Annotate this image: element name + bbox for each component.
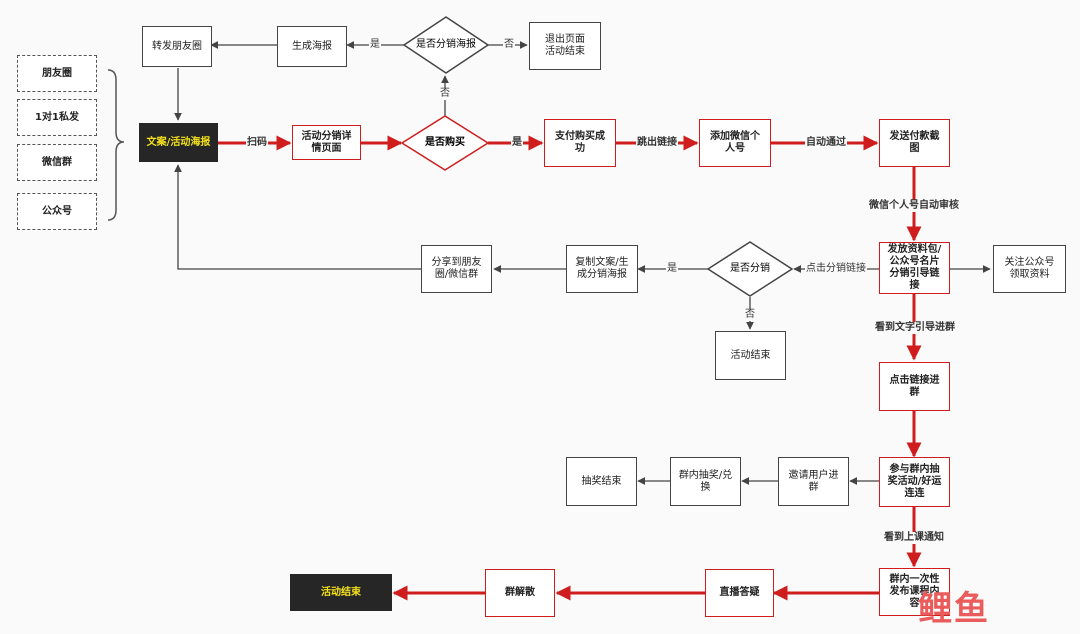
label-no-buy: 否: [439, 88, 451, 100]
node-gen-poster: 生成海报: [277, 26, 347, 67]
node-join-lottery: 参与群内抽 奖活动/好运 连连: [879, 457, 950, 507]
label-yes-poster: 是: [369, 39, 381, 51]
source-brace: [107, 69, 125, 221]
diamond-q-buy-text: 是否购买: [425, 137, 465, 148]
label-auto-review: 微信个人号自动审核: [868, 200, 960, 212]
label-click-dist-link: 点击分销链接: [805, 263, 867, 275]
label-no-dist: 否: [744, 309, 756, 321]
label-see-text: 看到文字引导进群: [874, 322, 956, 334]
node-publish-course: 群内一次性 发布课程内 容: [879, 568, 950, 616]
diamond-q-dist-poster-text: 是否分销海报: [416, 39, 476, 50]
node-lottery-end: 抽奖结束: [566, 457, 637, 506]
node-exit-page: 退出页面 活动结束: [529, 22, 601, 70]
node-detail-page: 活动分销详 情页面: [292, 125, 361, 160]
edge-share-to-main: [174, 164, 421, 270]
node-copy-text: 复制文案/生 成分销海报: [566, 245, 638, 293]
label-scan: 扫码: [246, 137, 268, 149]
node-act-end: 活动结束: [715, 331, 786, 380]
node-pay-ok: 支付购买成 功: [544, 119, 616, 167]
node-group-lottery: 群内抽奖/兑 换: [670, 457, 741, 506]
label-yes-dist: 是: [666, 263, 678, 275]
node-final-end: 活动结束: [290, 574, 392, 611]
label-see-notice: 看到上课通知: [883, 532, 945, 544]
diamond-q-dist: [706, 241, 794, 297]
node-send-screenshot: 发送付款截 图: [879, 119, 950, 167]
node-invite: 邀请用户进 群: [778, 457, 849, 506]
node-live-qa: 直播答疑: [705, 569, 774, 617]
node-add-wechat: 添加微信个 人号: [699, 119, 771, 167]
label-jump-link: 跳出链接: [636, 137, 678, 149]
node-dissolve: 群解散: [485, 569, 555, 617]
source-private-chat: 1对1私发: [17, 99, 97, 136]
diamond-q-dist-text: 是否分销: [730, 263, 770, 274]
node-share-moments: 转发朋友圈: [142, 26, 212, 67]
label-auto-pass: 自动通过: [805, 137, 847, 149]
node-send-pack: 发放资料包/ 公众号名片 分销引导链 接: [879, 242, 950, 294]
watermark-logo: 鲤鱼: [918, 589, 990, 629]
node-main-poster: 文案/活动海报: [139, 123, 218, 162]
source-wechat-group: 微信群: [17, 144, 97, 181]
source-official-account: 公众号: [17, 193, 97, 230]
node-share-groups: 分享到朋友 圈/微信群: [421, 245, 492, 293]
diamond-q-dist-poster: [402, 16, 490, 74]
node-follow-official: 关注公众号 领取资料: [993, 245, 1066, 293]
node-click-join: 点击链接进 群: [879, 362, 950, 411]
source-moments: 朋友圈: [17, 55, 97, 92]
diamond-q-buy: [400, 115, 490, 171]
label-no-poster: 否: [503, 39, 515, 51]
label-yes-buy: 是: [511, 137, 523, 149]
